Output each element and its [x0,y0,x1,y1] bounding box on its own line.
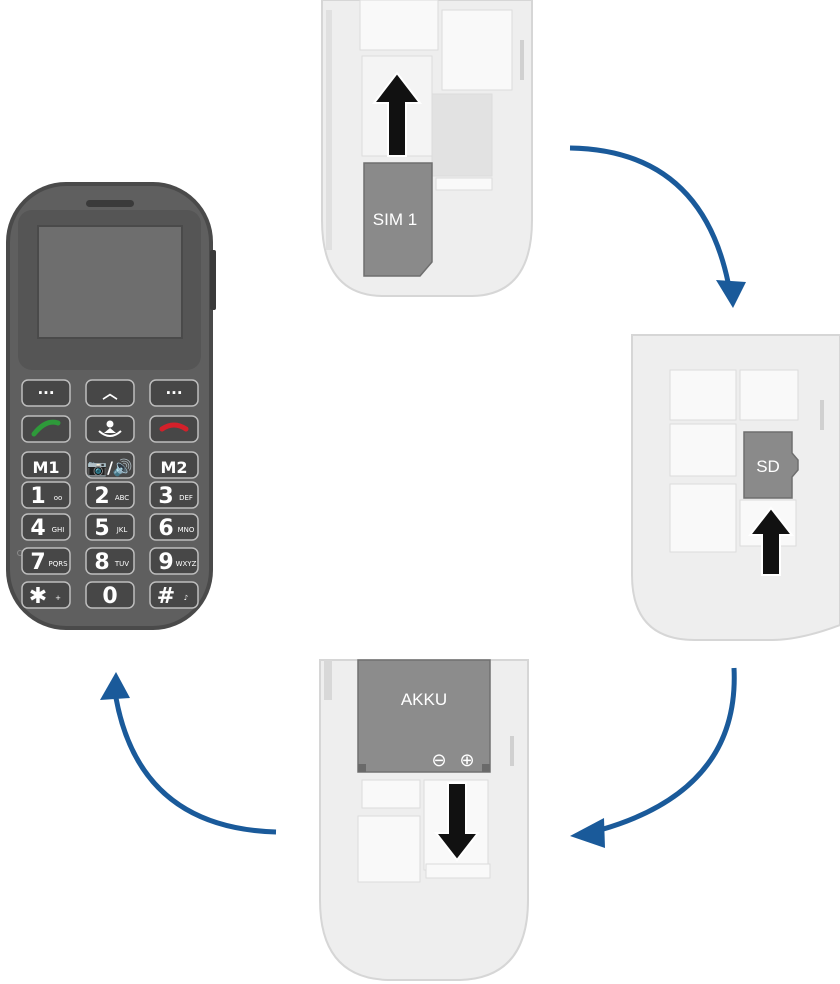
person-icon [106,420,114,428]
key-6[interactable]: 6 MNO [149,513,199,541]
key-label: ︿ [102,384,117,402]
phone-screen [37,225,183,339]
nav-up-key[interactable]: ︿ [85,379,135,407]
key-3[interactable]: 3 DEF [149,481,199,509]
key-label: M1 [32,458,59,477]
key-5[interactable]: 5 JKL [85,513,135,541]
key-label: M2 [160,458,187,477]
menu-right-key[interactable]: ··· [149,379,199,407]
battery [357,659,491,773]
key-sub-label: JKL [116,526,128,534]
flow-arrowhead-1 [716,280,746,308]
key-label: 9 [158,550,173,575]
key-label: ✱ [29,584,47,609]
key-2[interactable]: 2 ABC [85,481,135,509]
flow-arrowhead-2 [570,818,605,848]
m1-key[interactable]: M1 [21,451,71,479]
key-8[interactable]: 8 TUV [85,547,135,575]
flow-arrow-3 [113,697,277,835]
battery-step-panel: AKKU ⊖ ⊕ [319,659,529,981]
key-label: ··· [165,384,182,402]
phone-green-icon [31,419,61,437]
battery-label: AKKU [401,690,447,709]
camera-volume-key[interactable]: 📷/🔊 [85,451,135,479]
key-4[interactable]: 4 GHI [21,513,71,541]
m2-key[interactable]: M2 [149,451,199,479]
key-label: # [157,584,175,609]
key-sub-label: oo [54,494,63,502]
contacts-key[interactable] [85,415,135,443]
sim-card-label: SIM 1 [373,210,417,229]
insert-up-arrow [371,71,423,157]
key-1[interactable]: 1 oo [21,481,71,509]
key-label: 📷/🔊 [87,458,133,477]
phone-red-icon [159,422,189,432]
key-label: 7 [30,550,45,575]
key-0[interactable]: 0 [85,581,135,609]
insert-up-arrow-sd [747,506,795,576]
key-sub-label: PQRS [48,560,68,568]
key-sub-label: ABC [115,494,129,502]
key-label: 2 [94,484,109,509]
flow-arrow-1 [569,145,731,283]
key-sub-label: GHI [52,526,65,534]
key-label: 1 [30,484,45,509]
battery-plus-symbol: ⊕ [459,750,474,770]
menu-left-key[interactable]: ··· [21,379,71,407]
key-hash[interactable]: #♪ [149,581,199,609]
key-label: 6 [158,516,173,541]
sim-step-panel: SIM 1 [321,0,533,297]
sd-card [743,431,799,499]
flow-arrow-2 [599,667,737,833]
key-label: 8 [94,550,109,575]
key-sub-label: TUV [114,560,129,568]
battery-minus-symbol: ⊖ [431,750,446,770]
sim-card [363,162,433,277]
sd-card-label: SD [756,457,780,476]
key-sub-label: ♪ [184,594,188,602]
key-sub-label: WXYZ [176,560,197,568]
key-sub-label: MNO [178,526,195,534]
sd-step-panel: SD [631,334,840,641]
insert-down-arrow [433,782,481,862]
key-label: ··· [37,384,54,402]
key-star[interactable]: ✱+ [21,581,71,609]
key-label: 0 [102,584,117,609]
call-key[interactable] [21,415,71,443]
key-sub-label: + [55,594,61,602]
key-label: 3 [158,484,173,509]
key-sub-label: DEF [179,494,193,502]
earpiece [86,200,134,207]
flow-arrowhead-3 [100,672,130,700]
key-label: 4 [30,516,45,541]
key-label: 5 [94,516,109,541]
end-key[interactable] [149,415,199,443]
